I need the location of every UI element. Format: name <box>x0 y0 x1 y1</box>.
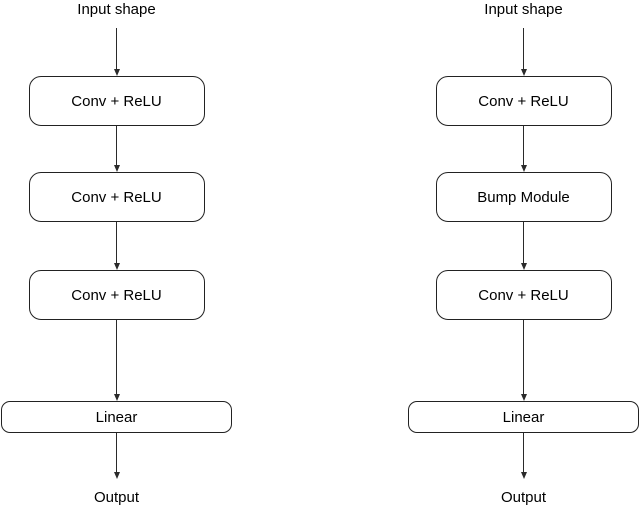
left-linear-box: Linear <box>1 401 232 433</box>
arrow-head-icon <box>113 263 120 270</box>
arrow-head-icon <box>520 165 527 172</box>
left-conv2-box: Conv + ReLU <box>28 172 205 222</box>
right-linear-box: Linear <box>408 401 639 433</box>
left-conv1-box: Conv + ReLU <box>28 76 205 126</box>
arrow-head-icon <box>520 263 527 270</box>
diagram-right: Input shape Conv + ReLU Bump Module Conv… <box>407 0 640 514</box>
diagram-left: Input shape Conv + ReLU Conv + ReLU Conv… <box>0 0 233 514</box>
output-label: Output <box>93 489 140 506</box>
down-arrow-icon <box>520 320 527 401</box>
input-shape-label: Input shape <box>484 1 563 18</box>
arrow-head-icon <box>113 69 120 76</box>
arrow-line <box>523 433 524 473</box>
right-conv1-box: Conv + ReLU <box>435 76 612 126</box>
down-arrow-icon <box>113 320 120 401</box>
arrow-line <box>116 222 117 264</box>
down-arrow-icon <box>520 20 527 76</box>
arrow-head-icon <box>113 472 120 479</box>
arrow-line <box>523 28 524 70</box>
arrow-head-icon <box>520 472 527 479</box>
input-shape-label: Input shape <box>77 1 156 18</box>
arrow-line <box>116 433 117 473</box>
arrow-head-icon <box>113 394 120 401</box>
down-arrow-icon <box>113 20 120 76</box>
arrow-head-icon <box>113 165 120 172</box>
arrow-line <box>523 222 524 264</box>
right-bump-module-box: Bump Module <box>435 172 612 222</box>
down-arrow-icon <box>520 222 527 270</box>
down-arrow-icon <box>113 126 120 172</box>
arrow-line <box>116 126 117 166</box>
arrow-line <box>116 320 117 395</box>
down-arrow-icon <box>113 222 120 270</box>
output-label: Output <box>500 489 547 506</box>
arrow-line <box>523 126 524 166</box>
left-conv3-box: Conv + ReLU <box>28 270 205 320</box>
right-conv2-box: Conv + ReLU <box>435 270 612 320</box>
arrow-head-icon <box>520 394 527 401</box>
arrow-head-icon <box>520 69 527 76</box>
down-arrow-icon <box>520 433 527 479</box>
down-arrow-icon <box>113 433 120 479</box>
arrow-line <box>523 320 524 395</box>
down-arrow-icon <box>520 126 527 172</box>
arrow-line <box>116 28 117 70</box>
